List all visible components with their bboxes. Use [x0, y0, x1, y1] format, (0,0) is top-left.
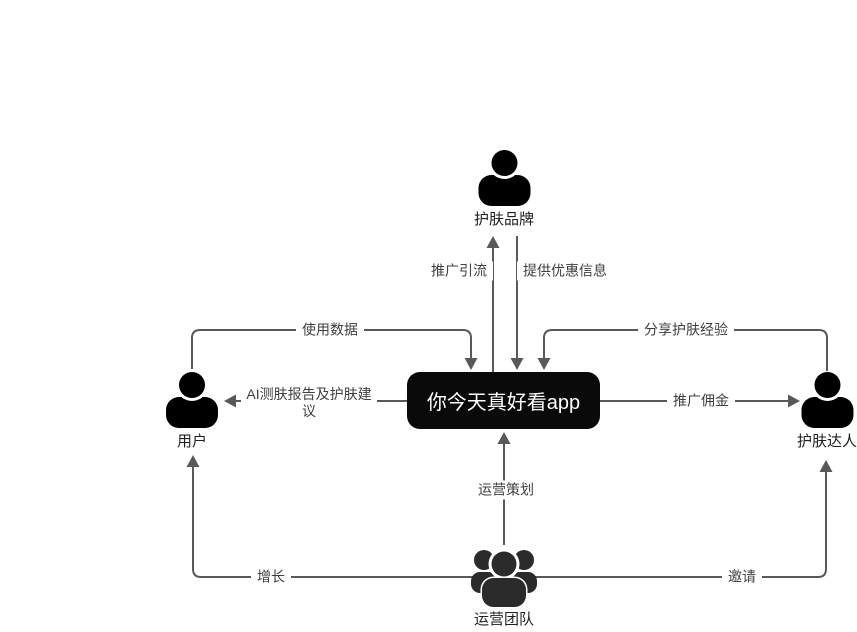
node-label: 运营团队 [473, 611, 534, 628]
edge-label-operations-planning: 运营策划 [472, 480, 540, 500]
node-label: 护肤达人 [796, 433, 857, 450]
arrowhead-up-icon [497, 432, 511, 444]
node-skincare-expert: 护肤达人 [797, 371, 857, 450]
node-label: 护肤品牌 [473, 211, 535, 228]
node-user: 用户 [166, 371, 219, 450]
node-label: 用户 [176, 433, 207, 450]
node-app: 你今天真好看app [407, 372, 600, 429]
arrowhead-up-icon [486, 236, 500, 248]
arrowhead-up-icon [819, 460, 833, 472]
arrowhead-left-icon [224, 394, 236, 408]
person-icon [166, 371, 218, 428]
edge-label-commission: 推广佣金 [667, 391, 735, 411]
edge-label-promotion-traffic: 推广引流 [425, 261, 493, 281]
edge-label-usage-data: 使用数据 [296, 320, 364, 340]
arrowhead-up-icon [186, 455, 200, 467]
edge-label-discount-info: 提供优惠信息 [517, 261, 613, 281]
edge-label-ai-skin-report: AI测肤报告及护肤建议 [241, 385, 377, 421]
edge-label-invite: 邀请 [722, 567, 762, 587]
edge-label-growth: 增长 [251, 567, 291, 587]
arrowhead-down-icon [510, 358, 524, 370]
person-icon [477, 149, 530, 206]
edge-label-share-experience: 分享护肤经验 [638, 320, 734, 340]
node-operations-team: 运营团队 [471, 545, 537, 628]
arrowhead-down-icon [537, 358, 551, 370]
arrowhead-down-icon [464, 358, 478, 370]
arrowhead-right-icon [788, 394, 800, 408]
people-group-icon [471, 548, 537, 607]
node-skincare-brand: 护肤品牌 [474, 149, 534, 228]
person-icon [800, 371, 853, 428]
